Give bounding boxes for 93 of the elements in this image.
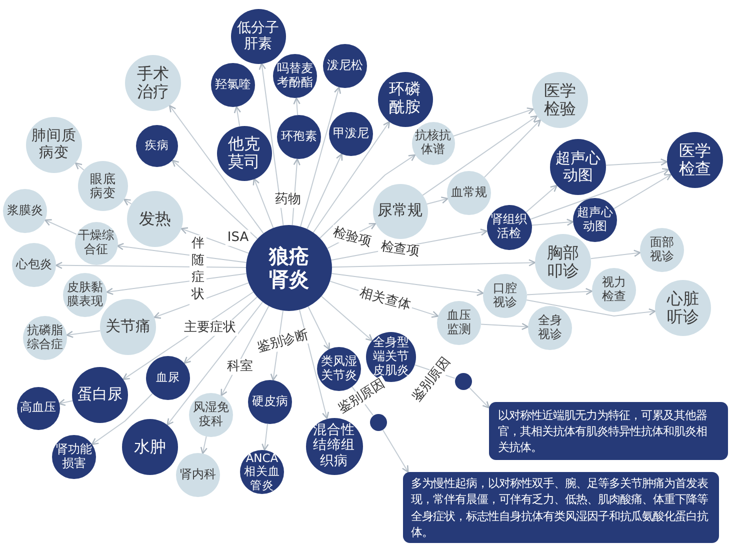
arrow	[124, 198, 132, 206]
arrow	[590, 250, 641, 260]
topic-circle: 吗替麦考酚酯	[273, 54, 317, 98]
topic-circle: 医学检查	[667, 132, 723, 188]
topic-circle: 发热	[127, 191, 183, 247]
arrow	[166, 302, 264, 426]
arrow	[91, 393, 153, 445]
topic-circle: 类风湿关节炎	[317, 347, 361, 391]
arrow	[530, 218, 574, 226]
topic-circle: 抗磷脂综合症	[23, 316, 67, 360]
topic-circle: 血常规	[447, 171, 491, 215]
arrow	[526, 184, 558, 213]
topic-circle: 医学检验	[532, 72, 588, 128]
topic-circle: 全身视诊	[528, 306, 572, 350]
arrow	[480, 322, 529, 330]
arrow	[426, 196, 448, 205]
topic-circle: 口腔视诊	[483, 274, 527, 318]
arrow	[319, 154, 416, 239]
arrow	[452, 107, 534, 137]
topic-circle: 浆膜炎	[3, 189, 47, 233]
arrow	[484, 119, 541, 178]
topic-circle: 高血压	[16, 386, 60, 430]
arrow	[293, 97, 300, 116]
topic-circle: 水肿	[122, 419, 178, 475]
topic-circle: 尿常规	[372, 184, 428, 238]
topic-circle: 超声心动图	[550, 139, 606, 195]
arrow	[526, 300, 656, 316]
arrow	[530, 168, 670, 220]
topic-circle: 羟氯喹	[211, 63, 255, 107]
arrow	[55, 262, 246, 269]
arrow	[58, 398, 74, 406]
topic-circle: 蛋白尿	[72, 367, 128, 423]
topic-circle: 手术治疗	[125, 55, 181, 111]
edge-label: 主要症状	[182, 320, 238, 336]
arrow	[172, 160, 258, 240]
topic-circle: 硬皮病	[248, 380, 292, 424]
topic-circle: 疾病	[136, 125, 178, 167]
edge-label: ISA	[225, 230, 251, 246]
topic-circle: 低分子肝素	[230, 8, 286, 64]
arrow	[320, 296, 373, 342]
topic-circle: 甲泼尼	[329, 112, 373, 156]
arrow	[468, 386, 490, 408]
topic-circle: 皮肤黏膜表现	[63, 273, 107, 317]
arrow	[200, 436, 208, 454]
arrow	[422, 115, 538, 196]
topic-circle: 肾功能损害	[52, 435, 96, 479]
arrow	[300, 86, 341, 228]
topic-circle: 肾内科	[176, 453, 220, 497]
arrow	[382, 428, 409, 473]
arrow	[234, 106, 242, 126]
junction-dot	[454, 372, 472, 390]
arrow	[331, 273, 484, 296]
topic-circle: 心脏听诊	[655, 280, 711, 336]
edge-label: 科室	[225, 358, 255, 376]
topic-circle: 他克莫司	[216, 126, 272, 180]
arrow	[180, 227, 250, 254]
junction-dot	[370, 414, 386, 430]
topic-circle: 干燥综合征	[74, 222, 118, 264]
note-box: 以对称性近端肌无力为特征，可累及其他器官，其相关抗体有肌炎特异性抗体和肌炎相关抗体。	[489, 402, 728, 460]
arrow	[169, 105, 264, 234]
arrow	[613, 174, 672, 210]
edge-label: 药物	[273, 192, 303, 208]
topic-circle: 风湿免疫科	[189, 393, 233, 437]
topic-circle: 眼底病变	[78, 161, 128, 211]
arrow	[262, 423, 269, 451]
arrow	[312, 121, 390, 233]
topic-circle: 视力检查	[592, 268, 636, 312]
topic-circle: 环孢素	[277, 115, 321, 159]
topic-circle: 肺间质病变	[26, 117, 82, 173]
arrow	[332, 259, 536, 268]
arrow	[252, 178, 274, 228]
topic-circle: 抗核抗体谱	[412, 122, 454, 164]
topic-circle: 肾组织活检	[486, 204, 532, 250]
topic-circle: 面部视诊	[640, 228, 684, 272]
note-box: 多为慢性起病，以对称性双手、腕、足等多关节肿痛为首发表现，常伴有晨僵，可伴有乏力、低热、肌肉酸痛、体重下降等全身症状，标志性自身抗体有类风湿因子和抗瓜氨酸化蛋白抗体。	[403, 472, 719, 543]
arrow	[66, 330, 101, 338]
topic-circle: 血尿	[146, 356, 190, 400]
topic-circle: 心包炎	[12, 243, 56, 287]
topic-circle: 泼尼松	[323, 44, 367, 88]
topic-circle: 混合性结缔组织病	[306, 418, 362, 474]
arrow	[308, 306, 330, 350]
topic-circle: 环磷酰胺	[378, 72, 432, 126]
topic-circle: ANCA相关血管炎	[240, 450, 284, 494]
arrow	[44, 219, 77, 235]
arrow	[306, 153, 343, 230]
topic-circle: 胸部叩诊	[535, 234, 591, 290]
arrow	[606, 158, 668, 166]
arrow	[258, 62, 284, 226]
arrow	[526, 288, 593, 296]
edge-label: 伴随症状	[190, 235, 206, 305]
topic-circle: 超声心动图	[573, 198, 617, 242]
arrow	[74, 162, 84, 170]
topic-circle: 血压监测	[437, 301, 481, 345]
